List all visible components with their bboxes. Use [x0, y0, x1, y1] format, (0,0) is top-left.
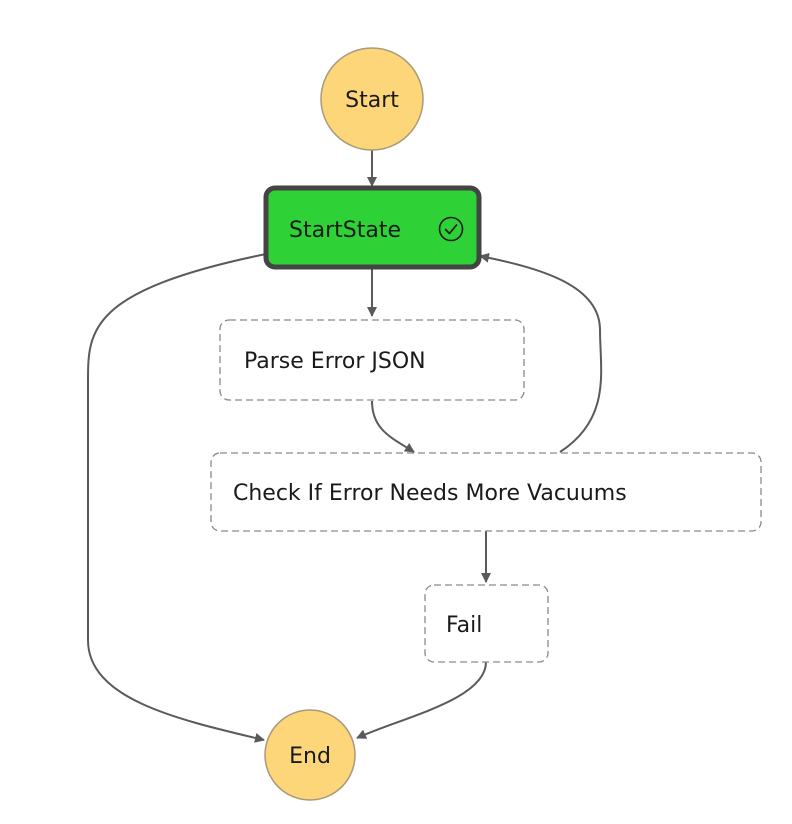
startstate-node-label: StartState	[289, 218, 401, 243]
fail-node[interactable]: Fail	[424, 584, 549, 663]
edge-fail-to-end	[356, 661, 487, 739]
end-node-label: End	[289, 744, 331, 769]
start-node-label: Start	[345, 88, 399, 113]
end-node[interactable]: End	[264, 709, 356, 801]
check-circle-icon	[438, 216, 464, 242]
edge-check-error-to-startstate	[479, 252, 603, 453]
fail-node-shape	[424, 584, 549, 663]
parse-error-json-node-label: Parse Error JSON	[244, 349, 426, 374]
parse-error-json-node-shape	[219, 319, 525, 401]
fail-node-label: Fail	[446, 613, 482, 638]
edge-startstate-to-end	[87, 253, 267, 743]
startstate-node[interactable]: StartState	[263, 185, 482, 270]
start-node-shape	[320, 47, 424, 151]
check-error-node[interactable]: Check If Error Needs More Vacuums	[210, 452, 762, 532]
parse-error-json-node[interactable]: Parse Error JSON	[219, 319, 525, 401]
end-node-shape	[264, 709, 356, 801]
start-node[interactable]: Start	[320, 47, 424, 151]
edges	[87, 150, 603, 743]
startstate-node-shape	[263, 185, 482, 270]
edge-parse-error-json-to-check-error	[371, 400, 415, 453]
check-error-node-shape	[210, 452, 762, 532]
check-error-node-label: Check If Error Needs More Vacuums	[233, 481, 627, 506]
